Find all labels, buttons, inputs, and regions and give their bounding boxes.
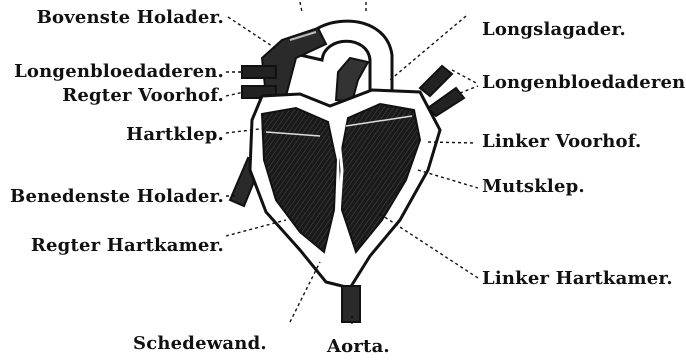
label-regter-voorhof: Regter Voorhof.: [62, 85, 224, 107]
label-longenbloedaderen-right: Longenbloedaderen: [482, 72, 685, 94]
label-benedenste-holader: Benedenste Holader.: [10, 186, 224, 208]
right-chamber: [262, 108, 336, 252]
label-aorta: Aorta.: [327, 336, 390, 358]
label-regter-hartkamer: Regter Hartkamer.: [31, 235, 224, 257]
descending-aorta: [342, 286, 360, 322]
pulmonary-vein-left-1: [242, 66, 276, 78]
label-linker-voorhof: Linker Voorhof.: [482, 131, 642, 153]
label-bovenste-holader: Bovenste Holader.: [37, 7, 224, 29]
label-longslagader: Longslagader.: [482, 19, 626, 41]
label-hartklep: Hartklep.: [126, 124, 224, 146]
label-longenbloedaderen-left: Longenbloedaderen.: [14, 61, 224, 83]
label-linker-hartkamer: Linker Hartkamer.: [482, 268, 673, 290]
label-mutsklep: Mutsklep.: [482, 176, 585, 198]
label-schedewand: Schedewand.: [133, 333, 267, 355]
pulmonary-vein-right-1: [420, 66, 452, 96]
